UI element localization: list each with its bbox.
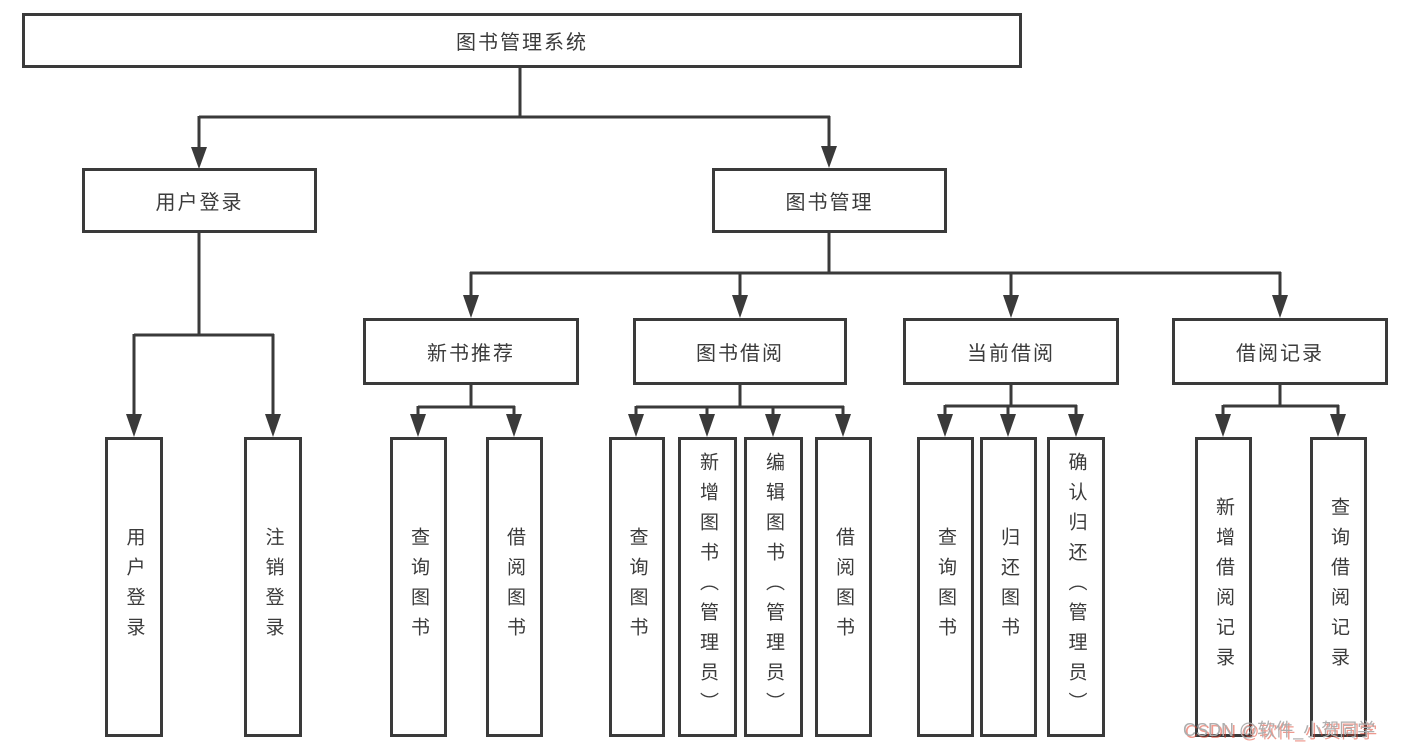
connector-lines: [132, 68, 1340, 422]
node-book-management-label: 图书管理: [785, 192, 874, 214]
leaf-query-books-current: 查询图书: [917, 437, 974, 737]
leaf-return-books: 归还图书: [980, 437, 1037, 737]
node-root-label: 图书管理系统: [456, 32, 588, 54]
leaf-query-books-current-label: 查询图书: [935, 527, 956, 647]
leaf-borrow-books-label: 借阅图书: [833, 527, 854, 647]
leaf-query-books-recommend: 查询图书: [390, 437, 447, 737]
node-user-login-label: 用户登录: [155, 192, 244, 214]
leaf-query-borrow-record: 查询借阅记录: [1310, 437, 1367, 737]
leaf-query-books-recommend-label: 查询图书: [408, 527, 429, 647]
node-current-borrow: 当前借阅: [903, 318, 1119, 385]
leaf-add-borrow-record-label: 新增借阅记录: [1213, 497, 1234, 677]
leaf-add-books-admin: 新增图书（管理员）: [678, 437, 737, 737]
node-current-borrow-label: 当前借阅: [967, 343, 1055, 365]
leaf-user-login: 用户登录: [105, 437, 163, 737]
leaf-add-borrow-record: 新增借阅记录: [1195, 437, 1252, 737]
leaf-edit-books-admin-label: 编辑图书（管理员）: [763, 452, 784, 722]
leaf-edit-books-admin: 编辑图书（管理员）: [744, 437, 803, 737]
leaf-query-borrow-record-label: 查询借阅记录: [1328, 497, 1349, 677]
leaf-borrow-books: 借阅图书: [815, 437, 872, 737]
node-new-book-recommend: 新书推荐: [363, 318, 579, 385]
node-book-borrow-label: 图书借阅: [696, 343, 784, 365]
node-book-borrow: 图书借阅: [633, 318, 847, 385]
watermark: CSDN @软件_小贺同学 CSDN @软件_小贺同学: [1183, 716, 1378, 742]
node-user-login: 用户登录: [82, 168, 317, 233]
watermark-red-layer: CSDN @软件_小贺同学: [1185, 722, 1378, 742]
leaf-logout-label: 注销登录: [262, 527, 284, 647]
leaf-borrow-books-recommend: 借阅图书: [486, 437, 543, 737]
leaf-confirm-return-admin: 确认归还（管理员）: [1047, 437, 1105, 737]
leaf-query-books-borrow-label: 查询图书: [626, 527, 648, 647]
leaf-logout: 注销登录: [244, 437, 302, 737]
node-book-management: 图书管理: [712, 168, 947, 233]
node-borrow-record: 借阅记录: [1172, 318, 1388, 385]
node-borrow-record-label: 借阅记录: [1236, 343, 1324, 365]
leaf-user-login-label: 用户登录: [123, 527, 145, 647]
leaf-add-books-admin-label: 新增图书（管理员）: [697, 452, 718, 722]
node-root: 图书管理系统: [22, 13, 1022, 68]
leaf-borrow-books-recommend-label: 借阅图书: [504, 527, 525, 647]
leaf-query-books-borrow: 查询图书: [609, 437, 665, 737]
node-new-book-recommend-label: 新书推荐: [427, 343, 515, 365]
leaf-return-books-label: 归还图书: [998, 527, 1019, 647]
leaf-confirm-return-admin-label: 确认归还（管理员）: [1065, 452, 1087, 722]
watermark-text: CSDN @软件_小贺同学: [1183, 720, 1376, 740]
